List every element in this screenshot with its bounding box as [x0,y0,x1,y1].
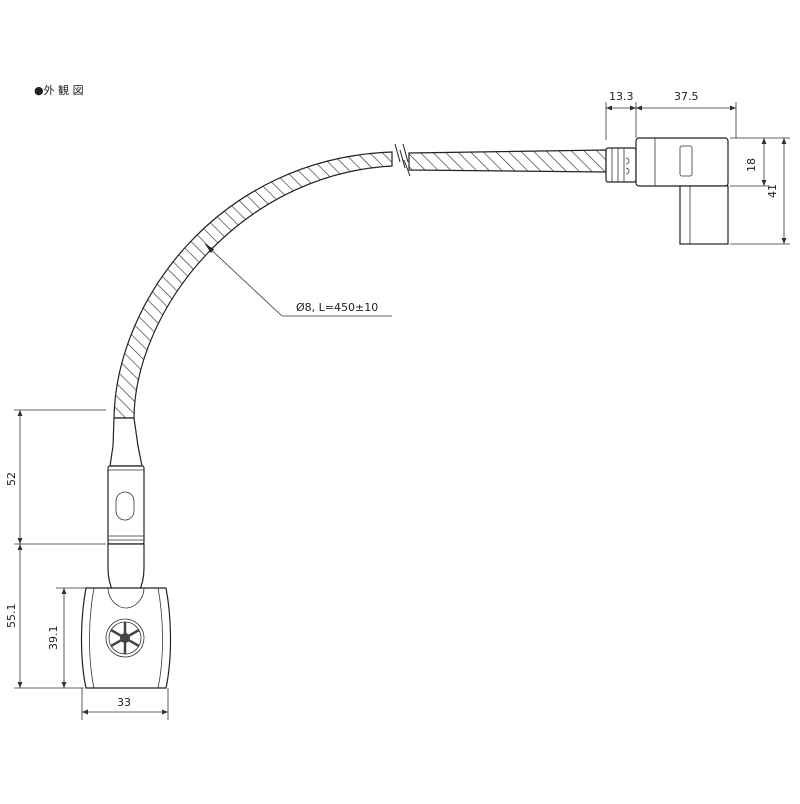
dim-base-total-height: 55.1 [5,604,18,629]
neck-dimensions: 52 55.1 39.1 [5,409,106,689]
mic-neck [107,417,145,605]
dim-connector-length: 37.5 [674,90,699,103]
xlr-connector [605,137,729,245]
dim-neck-length: 52 [5,472,18,486]
cable-spec-label: Ø8, L=450±10 [296,301,378,314]
dim-base-body-height: 39.1 [47,626,60,651]
dim-connector-offset: 13.3 [609,90,634,103]
dim-connector-total-height: 41 [766,184,779,198]
dim-connector-height: 18 [745,158,758,172]
gooseneck-cable [113,143,607,419]
dim-base-width: 33 [117,696,131,709]
break-mark-left [394,143,409,169]
connector-dimensions: 13.3 37.5 18 41 [605,90,790,245]
tuning-fork-logo-icon [105,618,145,658]
mic-base [80,587,172,689]
drawing-heading: ●外 観 図 [34,83,84,97]
cable-leader: Ø8, L=450±10 [204,243,392,317]
base-width-dimension: 33 [81,688,169,720]
